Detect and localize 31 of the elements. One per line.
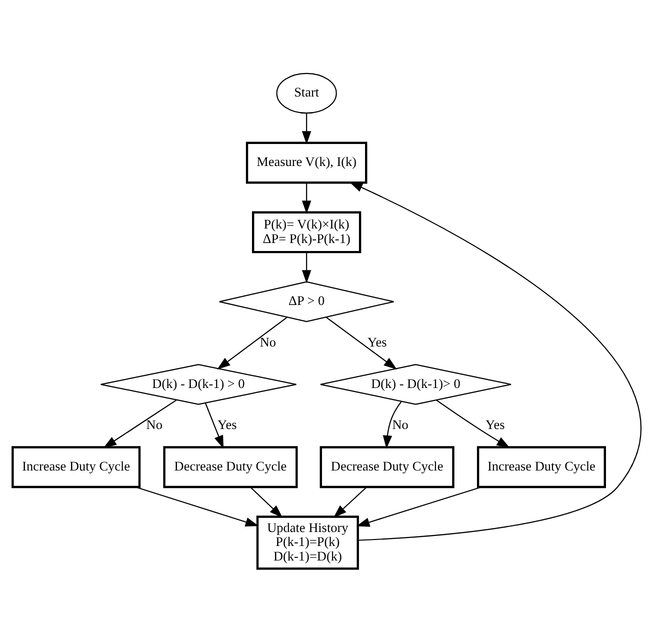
arrow (382, 400, 402, 448)
edge-label: No (146, 416, 162, 432)
edge-label: Yes (368, 334, 387, 349)
node-box: P(k)= V(k)×I(k) ΔP= P(k)-P(k-1) (252, 210, 362, 253)
node-box: Increase Duty Cycle (12, 446, 141, 488)
arrow (436, 399, 510, 448)
node-box: Measure V(k), I(k) (246, 141, 368, 184)
arrow (349, 181, 642, 540)
arrow (250, 486, 283, 518)
node-box: Decrease Duty Cycle (320, 446, 454, 488)
edge-label: No (260, 334, 276, 349)
arrow (356, 486, 482, 526)
arrow (302, 112, 312, 144)
arrow (103, 398, 177, 448)
node-diamond: D(k) - D(k-1)> 0 (320, 364, 512, 404)
node-ellipse: Start (276, 72, 337, 114)
arrow (302, 182, 312, 214)
arrow (135, 486, 259, 526)
arrow (326, 316, 397, 369)
node-box: Increase Duty Cycle (476, 446, 606, 488)
arrow (204, 402, 224, 448)
arrow (217, 316, 288, 369)
edge-label: No (392, 416, 408, 432)
arrow (302, 252, 312, 283)
arrow (333, 486, 367, 518)
node-box: Decrease Duty Cycle (163, 446, 298, 488)
edge-label: Yes (218, 416, 237, 432)
node-box: Update History P(k-1)=P(k) D(k-1)=D(k) (256, 515, 359, 570)
node-diamond: D(k) - D(k-1) > 0 (100, 364, 297, 404)
node-diamond: ΔP > 0 (218, 280, 394, 322)
edge-label: Yes (486, 416, 505, 432)
